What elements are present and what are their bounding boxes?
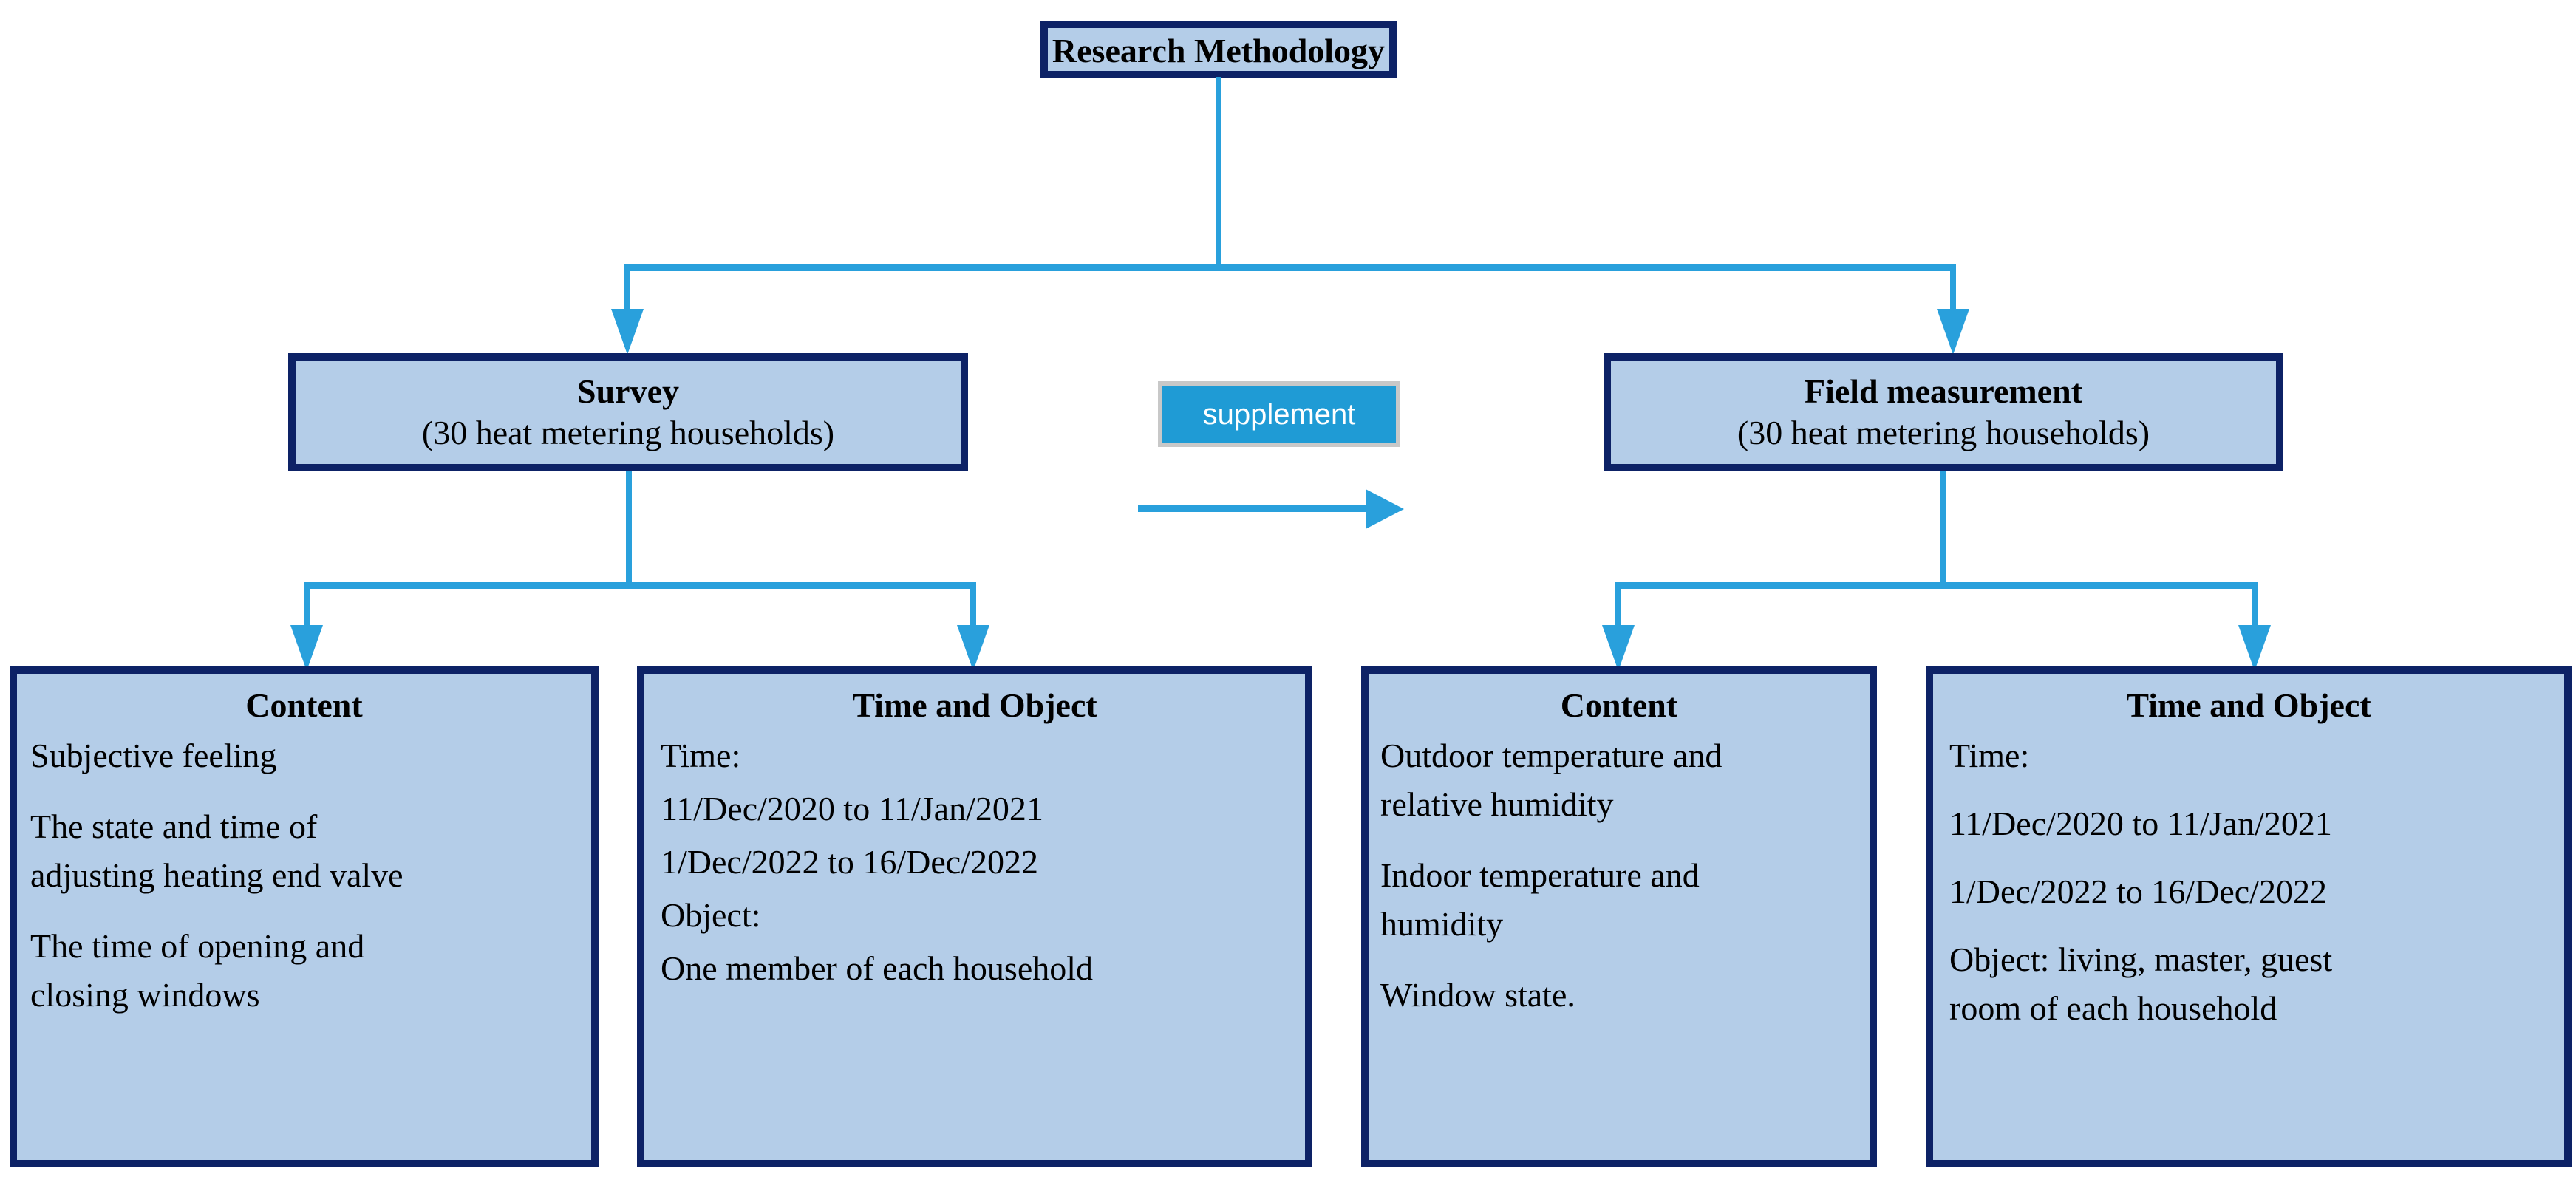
supplement-arrow-line: [1138, 505, 1377, 512]
node-text: Outdoor temperature and relative humidity…: [1369, 731, 1870, 1020]
connector-root-to-survey: [624, 264, 630, 341]
text-paragraph: 1/Dec/2022 to 16/Dec/2022: [661, 838, 1293, 887]
text-line: Time:: [1949, 737, 2030, 774]
node-text: Time: 11/Dec/2020 to 11/Jan/2021 1/Dec/202…: [1933, 731, 2564, 1052]
text-line: Time:: [661, 737, 741, 774]
node-body: Survey (30 heat metering households): [296, 361, 961, 464]
node-heading: Time and Object: [852, 686, 1097, 724]
text-line: 11/Dec/2020 to 11/Jan/2021: [661, 790, 1043, 827]
text-line: room of each household: [1949, 989, 2277, 1027]
connector-field-stem: [1940, 471, 1946, 586]
text-paragraph: 11/Dec/2020 to 11/Jan/2021: [661, 785, 1293, 833]
text-line: adjusting heating end valve: [30, 856, 403, 894]
arrowhead-field-to-content-icon: [1602, 625, 1635, 671]
connector-field-to-time: [2252, 582, 2258, 659]
node-body: Research Methodology: [1048, 28, 1389, 71]
text-line: Window state.: [1380, 976, 1575, 1014]
text-line: Indoor temperature and: [1380, 856, 1700, 894]
text-paragraph: Time:: [1949, 731, 2552, 780]
node-field-measurement[interactable]: Field measurement (30 heat metering hous…: [1604, 353, 2283, 471]
text-line: 1/Dec/2022 to 16/Dec/2022: [661, 843, 1039, 881]
arrowhead-survey-to-content-icon: [290, 625, 323, 671]
text-paragraph: The time of opening and closing windows: [30, 922, 579, 1020]
text-paragraph: The state and time of adjusting heating e…: [30, 802, 579, 900]
node-heading: Content: [1560, 686, 1678, 724]
node-title: Field measurement: [1804, 372, 2083, 410]
text-paragraph: 1/Dec/2022 to 16/Dec/2022: [1949, 867, 2552, 916]
text-paragraph: Object: living, master, guest room of eac…: [1949, 935, 2552, 1033]
text-paragraph: Outdoor temperature and relative humidity: [1380, 731, 1858, 829]
node-title: Survey: [577, 372, 679, 410]
node-heading: Content: [245, 686, 363, 724]
node-field-content[interactable]: Content Outdoor temperature and relative …: [1361, 666, 1877, 1167]
connector-root-stem: [1216, 77, 1221, 267]
text-line: Outdoor temperature and: [1380, 737, 1723, 774]
text-line: Object:: [661, 896, 761, 934]
arrowhead-root-to-field-icon: [1937, 309, 1969, 355]
text-paragraph: 11/Dec/2020 to 11/Jan/2021: [1949, 799, 2552, 848]
connector-root-bus: [624, 264, 1956, 271]
text-paragraph: Indoor temperature and humidity: [1380, 851, 1858, 949]
node-heading: Time and Object: [2126, 686, 2371, 724]
text-line: closing windows: [30, 976, 260, 1014]
supplement-label: supplement: [1158, 381, 1400, 447]
text-paragraph: One member of each household: [661, 944, 1293, 993]
text-line: One member of each household: [661, 949, 1094, 987]
text-line: relative humidity: [1380, 785, 1614, 823]
arrowhead-survey-to-time-icon: [957, 625, 989, 671]
text-paragraph: Object:: [661, 891, 1293, 940]
node-survey-time-and-object[interactable]: Time and Object Time: 11/Dec/2020 to 11/J…: [637, 666, 1312, 1167]
connector-field-to-content: [1615, 582, 1621, 659]
node-survey[interactable]: Survey (30 heat metering households): [288, 353, 968, 471]
node-title: Research Methodology: [1052, 32, 1386, 69]
text-paragraph: Window state.: [1380, 971, 1858, 1020]
connector-root-to-field: [1950, 264, 1956, 341]
text-line: The time of opening and: [30, 927, 365, 965]
node-subtitle: (30 heat metering households): [1737, 414, 2150, 451]
node-body: Field measurement (30 heat metering hous…: [1611, 361, 2276, 464]
connector-survey-bus: [304, 582, 976, 589]
node-body: Content Outdoor temperature and relative …: [1369, 674, 1870, 1160]
connector-field-bus: [1615, 582, 2258, 589]
node-field-time-and-object[interactable]: Time and Object Time: 11/Dec/2020 to 11/J…: [1926, 666, 2572, 1167]
text-line: Object: living, master, guest: [1949, 940, 2333, 978]
arrowhead-root-to-survey-icon: [611, 309, 644, 355]
connector-survey-to-content: [304, 582, 310, 659]
node-research-methodology[interactable]: Research Methodology: [1040, 21, 1397, 78]
connector-survey-stem: [626, 471, 632, 586]
text-line: The state and time of: [30, 808, 318, 845]
text-paragraph: Time:: [661, 731, 1293, 780]
text-line: 1/Dec/2022 to 16/Dec/2022: [1949, 873, 2328, 910]
node-body: Time and Object Time: 11/Dec/2020 to 11/J…: [644, 674, 1305, 1160]
text-line: 11/Dec/2020 to 11/Jan/2021: [1949, 805, 2332, 842]
text-paragraph: Subjective feeling: [30, 731, 579, 780]
arrowhead-field-to-time-icon: [2238, 625, 2271, 671]
text-line: humidity: [1380, 905, 1504, 943]
node-text: Time: 11/Dec/2020 to 11/Jan/2021 1/Dec/202…: [644, 731, 1305, 997]
supplement-arrow-head-icon: [1366, 489, 1404, 529]
connector-survey-to-time: [970, 582, 976, 659]
text-line: Subjective feeling: [30, 737, 277, 774]
node-body: Time and Object Time: 11/Dec/2020 to 11/J…: [1933, 674, 2564, 1160]
node-subtitle: (30 heat metering households): [421, 414, 835, 451]
